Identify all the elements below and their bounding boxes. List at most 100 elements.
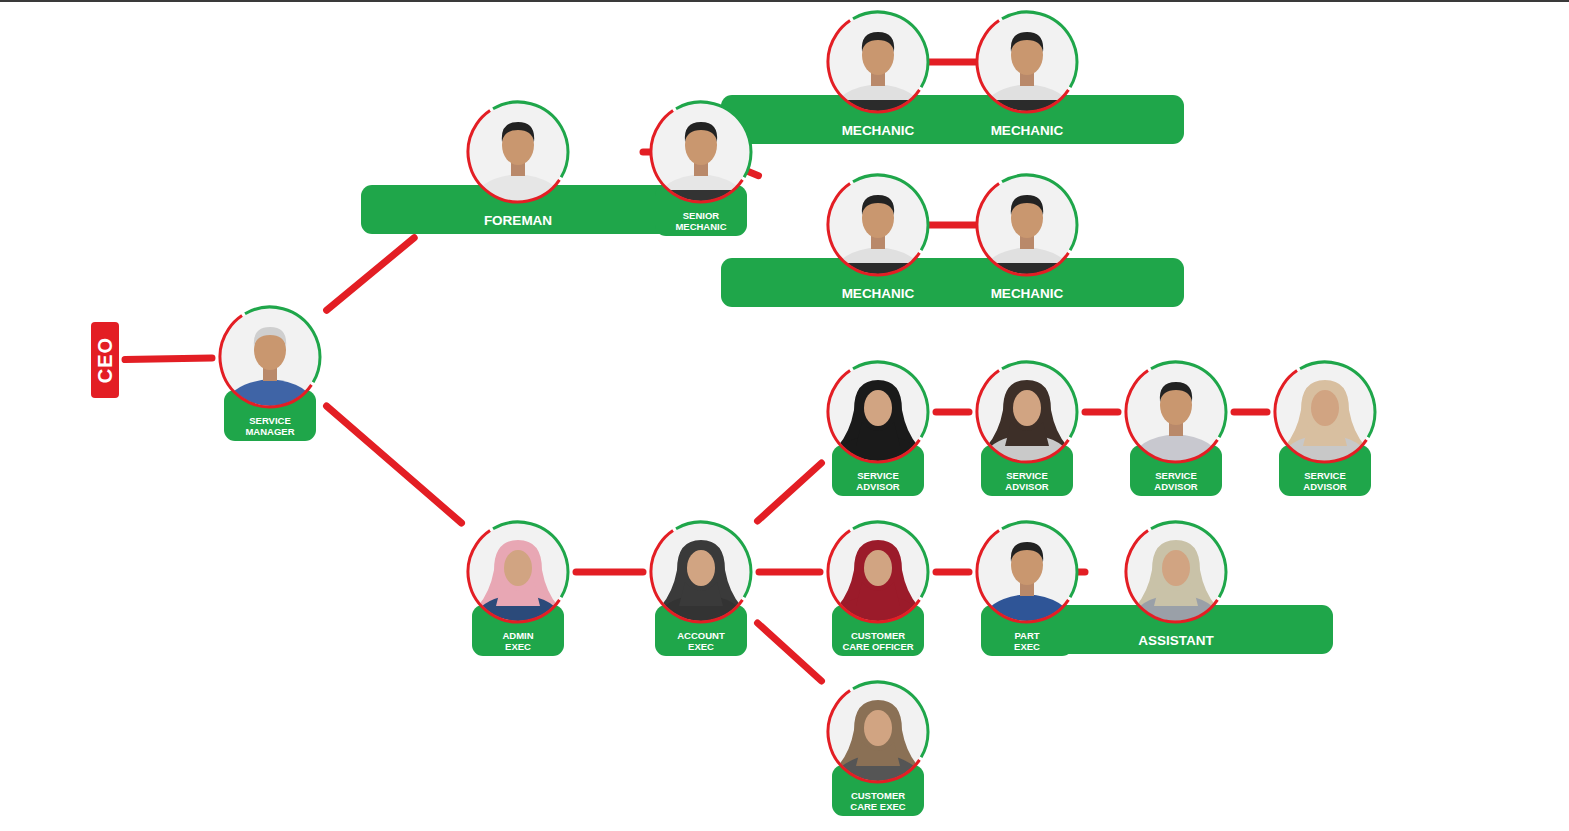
person-node: PART EXEC <box>975 520 1079 656</box>
role-label: CUSTOMER CARE EXEC <box>840 790 916 812</box>
label-box: CUSTOMER CARE OFFICER <box>826 630 930 652</box>
photo-circle <box>1124 360 1228 464</box>
connector-line <box>125 358 212 360</box>
connector-line <box>327 406 462 523</box>
photo-circle <box>975 360 1079 464</box>
ceo-box: CEO <box>91 322 119 398</box>
label-box: ASSISTANT <box>1019 633 1333 649</box>
hair <box>1011 32 1043 52</box>
role-label: SENIOR MECHANIC <box>663 210 739 232</box>
label-box: CUSTOMER CARE EXEC <box>826 790 930 812</box>
label-box: SERVICE ADVISOR <box>975 470 1079 492</box>
face <box>1311 390 1339 426</box>
role-label: MECHANIC <box>877 286 1178 302</box>
label-box: MECHANIC <box>870 123 1184 139</box>
top-rule <box>0 0 1569 2</box>
photo-circle <box>826 680 930 784</box>
connector-line <box>936 409 969 416</box>
role-label: ADMIN EXEC <box>493 630 543 652</box>
role-label: SERVICE ADVISOR <box>840 470 916 492</box>
ring-red <box>826 680 930 784</box>
label-box: ACCOUNT EXEC <box>649 630 753 652</box>
scarf-drape <box>856 422 900 446</box>
face <box>864 550 892 586</box>
scarf-drape <box>679 582 723 606</box>
ring-red <box>649 520 753 624</box>
hair <box>1160 382 1192 402</box>
ring-red <box>975 520 1079 624</box>
ring-red <box>826 520 930 624</box>
headscarf <box>1285 380 1365 446</box>
label-box: SERVICE ADVISOR <box>826 470 930 492</box>
photo-circle <box>1273 360 1377 464</box>
ring-red <box>1124 360 1228 464</box>
headscarf <box>478 540 558 606</box>
scarf-drape <box>1154 582 1198 606</box>
role-label: ASSISTANT <box>1026 633 1327 649</box>
person-node: ACCOUNT EXEC <box>649 520 753 656</box>
hair <box>862 32 894 52</box>
photo-circle <box>218 305 322 409</box>
face <box>864 390 892 426</box>
connector-line <box>327 238 415 310</box>
label-box: PART EXEC <box>975 630 1079 652</box>
role-label: MECHANIC <box>728 286 1029 302</box>
face <box>504 550 532 586</box>
label-box: SERVICE ADVISOR <box>1273 470 1377 492</box>
label-box: SENIOR MECHANIC <box>649 210 753 232</box>
ring-red <box>1273 360 1377 464</box>
person-node: CUSTOMER CARE OFFICER <box>826 520 930 656</box>
connector-line <box>758 623 822 681</box>
role-label: MECHANIC <box>877 123 1178 139</box>
label-box: SERVICE MANAGER <box>218 415 322 437</box>
role-label: SERVICE ADVISOR <box>1138 470 1214 492</box>
person-node: SERVICE ADVISOR <box>1273 360 1377 496</box>
hair <box>862 195 894 215</box>
label-box: MECHANIC <box>721 286 1035 302</box>
face <box>864 710 892 746</box>
role-label: CUSTOMER CARE OFFICER <box>840 630 916 652</box>
headscarf <box>838 380 918 446</box>
scarf-drape <box>1005 422 1049 446</box>
photo-circle <box>466 100 570 204</box>
connector-line <box>1234 409 1267 416</box>
ring-red <box>1124 520 1228 624</box>
role-label: PART EXEC <box>1007 630 1047 652</box>
label-box: MECHANIC <box>870 286 1184 302</box>
hair <box>1011 195 1043 215</box>
connector-line <box>759 569 820 576</box>
person-node: SERVICE ADVISOR <box>826 360 930 496</box>
scarf-drape <box>496 582 540 606</box>
photo-circle <box>649 100 753 204</box>
label-box: ADMIN EXEC <box>466 630 570 652</box>
role-label: SERVICE ADVISOR <box>1287 470 1363 492</box>
photo-circle <box>826 173 930 277</box>
person-node: FOREMAN <box>361 100 675 234</box>
face <box>687 550 715 586</box>
role-label: FOREMAN <box>368 213 669 229</box>
scarf-drape <box>1303 422 1347 446</box>
photo-circle <box>975 520 1079 624</box>
person-node: SERVICE ADVISOR <box>1124 360 1228 496</box>
person-node: CUSTOMER CARE EXEC <box>826 680 930 816</box>
hair <box>1011 542 1043 562</box>
hair <box>254 327 286 347</box>
face <box>1162 550 1190 586</box>
headscarf <box>838 540 918 606</box>
person-node: SENIOR MECHANIC <box>649 100 753 236</box>
connector-line <box>1085 409 1118 416</box>
ring-red <box>649 100 753 204</box>
label-box: MECHANIC <box>721 123 1035 139</box>
ring-red <box>218 305 322 409</box>
hair <box>685 122 717 142</box>
person-node: SERVICE ADVISOR <box>975 360 1079 496</box>
label-box: SERVICE ADVISOR <box>1124 470 1228 492</box>
ring-red <box>975 173 1079 277</box>
photo-circle <box>826 360 930 464</box>
role-label: SERVICE MANAGER <box>232 415 308 437</box>
hair <box>502 122 534 142</box>
photo-circle <box>975 10 1079 114</box>
headscarf <box>661 540 741 606</box>
